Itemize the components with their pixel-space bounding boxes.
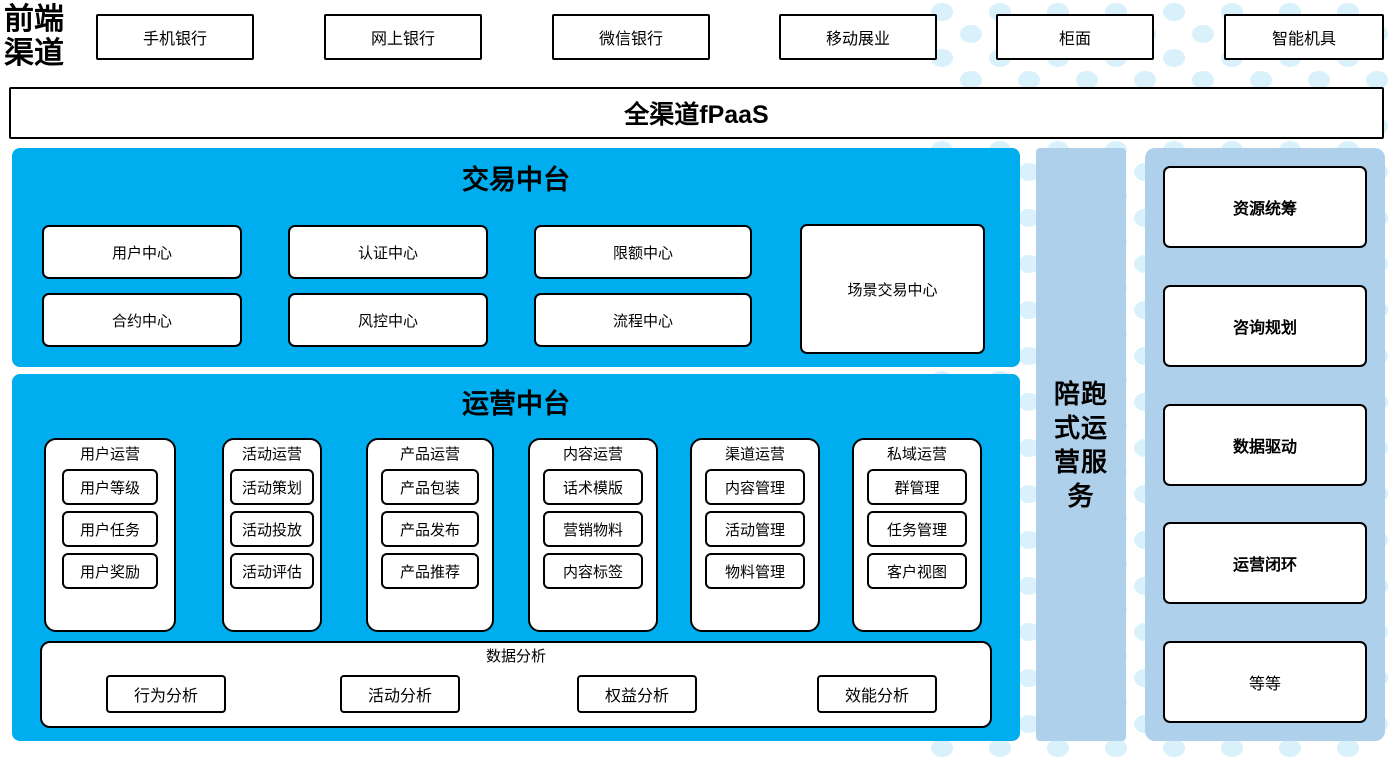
right-item-resource-coordination[interactable]: 资源统筹 — [1163, 166, 1367, 248]
ops-group-item[interactable]: 活动管理 — [705, 511, 805, 547]
ops-group-private-domain-operations[interactable]: 私域运营 群管理 任务管理 客户视图 — [852, 438, 982, 632]
ops-group-channel-operations[interactable]: 渠道运营 内容管理 活动管理 物料管理 — [690, 438, 820, 632]
ops-group-title: 渠道运营 — [724, 446, 785, 463]
node-label: 认证中心 — [357, 244, 418, 262]
node-label: 用户中心 — [111, 244, 172, 262]
trade-node-user-center[interactable]: 用户中心 — [42, 225, 242, 279]
trade-node-scenario-trade-center[interactable]: 场景交易中心 — [800, 224, 985, 354]
channel-box-mobile-bank[interactable]: 手机银行 — [96, 14, 254, 60]
omnichannel-fpaas-bar[interactable]: 全渠道fPaaS — [9, 87, 1384, 139]
ops-group-item[interactable]: 内容管理 — [705, 469, 805, 505]
data-analysis-item-campaign[interactable]: 活动分析 — [340, 675, 460, 713]
data-analysis-item-efficiency[interactable]: 效能分析 — [817, 675, 937, 713]
ops-group-campaign-operations[interactable]: 活动运营 活动策划 活动投放 活动评估 — [222, 438, 322, 632]
ops-group-user-operations[interactable]: 用户运营 用户等级 用户任务 用户奖励 — [44, 438, 176, 632]
node-label: 流程中心 — [612, 312, 673, 330]
channel-label: 网上银行 — [370, 31, 435, 48]
ops-group-items: 用户等级 用户任务 用户奖励 — [46, 469, 174, 589]
ops-group-item[interactable]: 用户等级 — [62, 469, 158, 505]
channel-label: 柜面 — [1058, 31, 1091, 48]
ops-group-items: 产品包装 产品发布 产品推荐 — [368, 469, 492, 589]
ops-platform-title: 运营中台 — [462, 389, 570, 419]
right-item-etc[interactable]: 等等 — [1163, 641, 1367, 723]
node-label: 合约中心 — [111, 312, 172, 330]
trade-node-risk-center[interactable]: 风控中心 — [288, 293, 488, 347]
right-item-consulting-planning[interactable]: 咨询规划 — [1163, 284, 1367, 367]
ops-group-item[interactable]: 产品发布 — [381, 511, 479, 547]
ops-group-item[interactable]: 群管理 — [867, 469, 967, 505]
ops-group-item[interactable]: 营销物料 — [543, 511, 643, 547]
ops-group-item[interactable]: 任务管理 — [867, 511, 967, 547]
front-end-channel-label: 前端 渠道 — [4, 3, 64, 70]
channel-label: 移动展业 — [825, 31, 890, 48]
trade-node-process-center[interactable]: 流程中心 — [534, 293, 752, 347]
trade-node-contract-center[interactable]: 合约中心 — [42, 293, 242, 347]
ops-group-title: 用户运营 — [79, 446, 140, 463]
channel-box-online-bank[interactable]: 网上银行 — [324, 14, 482, 60]
right-item-data-driven[interactable]: 数据驱动 — [1163, 403, 1367, 486]
ops-group-items: 活动策划 活动投放 活动评估 — [224, 469, 320, 589]
right-item-operation-closed-loop[interactable]: 运营闭环 — [1163, 522, 1367, 605]
channel-box-wechat-bank[interactable]: 微信银行 — [552, 14, 710, 60]
data-analysis-item-benefit[interactable]: 权益分析 — [577, 675, 697, 713]
ops-group-title: 私域运营 — [886, 446, 947, 463]
ops-group-item[interactable]: 话术模版 — [543, 469, 643, 505]
ops-group-item[interactable]: 活动评估 — [230, 553, 314, 589]
ops-group-item[interactable]: 客户视图 — [867, 553, 967, 589]
fpaas-label: 全渠道fPaaS — [624, 101, 769, 129]
channel-label: 智能机具 — [1271, 31, 1336, 48]
ops-group-title: 内容运营 — [562, 446, 623, 463]
node-label: 限额中心 — [612, 244, 673, 262]
channel-box-counter[interactable]: 柜面 — [996, 14, 1154, 60]
ops-group-items: 内容管理 活动管理 物料管理 — [692, 469, 818, 589]
ops-group-item[interactable]: 产品推荐 — [381, 553, 479, 589]
ops-group-content-operations[interactable]: 内容运营 话术模版 营销物料 内容标签 — [528, 438, 658, 632]
ops-group-items: 群管理 任务管理 客户视图 — [854, 469, 980, 589]
data-analysis-title: 数据分析 — [485, 648, 546, 665]
data-analysis-item-behavior[interactable]: 行为分析 — [106, 675, 226, 713]
ops-group-item[interactable]: 产品包装 — [381, 469, 479, 505]
ops-group-title: 活动运营 — [241, 446, 302, 463]
channel-box-smart-machine[interactable]: 智能机具 — [1224, 14, 1384, 60]
channel-label: 微信银行 — [598, 31, 663, 48]
channel-label: 手机银行 — [142, 31, 207, 48]
ops-group-item[interactable]: 内容标签 — [543, 553, 643, 589]
node-label: 风控中心 — [357, 312, 418, 330]
trade-platform-title: 交易中台 — [462, 165, 570, 195]
ops-group-item[interactable]: 活动投放 — [230, 511, 314, 547]
service-column-label: 陪跑 式运 营服 务 — [1053, 378, 1108, 511]
ops-group-item[interactable]: 活动策划 — [230, 469, 314, 505]
ops-group-item[interactable]: 物料管理 — [705, 553, 805, 589]
trade-node-auth-center[interactable]: 认证中心 — [288, 225, 488, 279]
ops-group-product-operations[interactable]: 产品运营 产品包装 产品发布 产品推荐 — [366, 438, 494, 632]
data-analysis-card[interactable]: 数据分析 行为分析 活动分析 权益分析 效能分析 — [40, 641, 992, 728]
trade-node-limit-center[interactable]: 限额中心 — [534, 225, 752, 279]
ops-group-item[interactable]: 用户奖励 — [62, 553, 158, 589]
node-label: 场景交易中心 — [847, 281, 938, 299]
accompanying-operation-service-column: 陪跑 式运 营服 务 — [1036, 148, 1126, 741]
right-capability-panel: 资源统筹 咨询规划 数据驱动 运营闭环 等等 — [1145, 148, 1385, 741]
channel-box-mobile-exhibition[interactable]: 移动展业 — [779, 14, 937, 60]
ops-group-items: 话术模版 营销物料 内容标签 — [530, 469, 656, 589]
ops-group-title: 产品运营 — [399, 446, 460, 463]
ops-group-item[interactable]: 用户任务 — [62, 511, 158, 547]
